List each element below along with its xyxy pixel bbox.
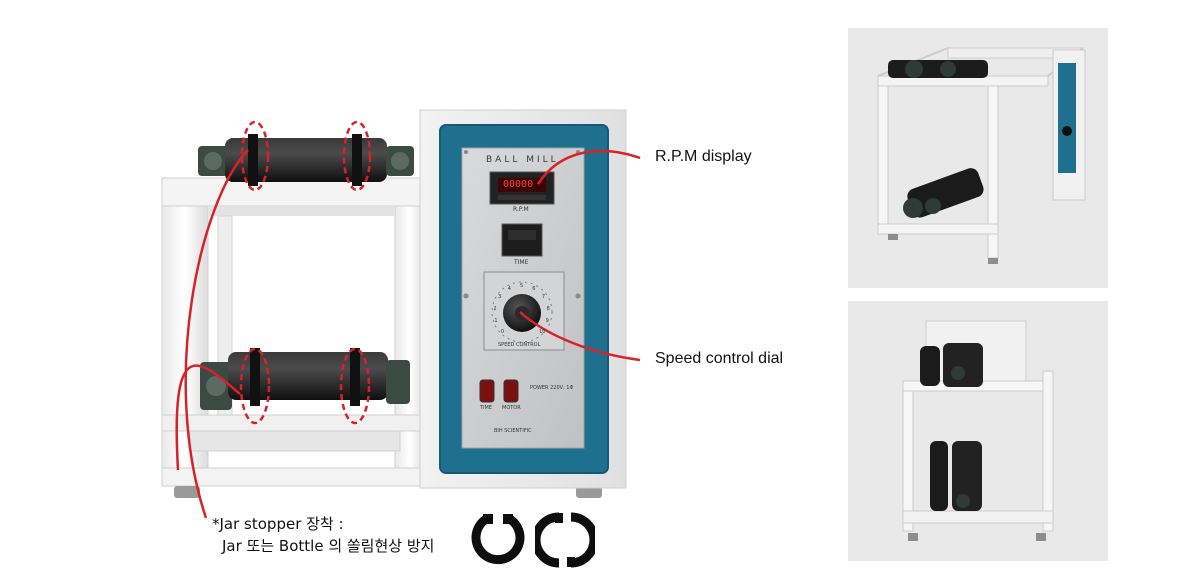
dial-scale-mark: 8 (546, 305, 550, 312)
rpm-display-callout: R.P.M display (655, 148, 752, 165)
jar-stopper-note-line1: *Jar stopper 장착 : (212, 515, 344, 533)
side-view-photo (848, 28, 1108, 288)
dial-scale-mark: 0 (500, 329, 505, 336)
front-view-photo (848, 301, 1108, 561)
dial-scale-mark: 10 (539, 329, 546, 336)
ball-mill-angle-view (877, 47, 1086, 264)
panel-title: BALL MILL (486, 155, 559, 165)
dial-scale-mark: 4 (507, 285, 511, 292)
ball-mill-illustration (161, 109, 641, 519)
power-label: POWER 220V, 1Φ (530, 385, 574, 391)
rpm-value: 00000 (503, 179, 534, 190)
brand-label: BIH SCIENTIFIC (494, 428, 532, 434)
jar-stopper-open-icon (471, 513, 525, 565)
dial-scale-mark: 1 (494, 318, 498, 325)
callout-lines (175, 149, 641, 519)
ball-mill-front-view (902, 320, 1054, 541)
switch-label-motor: MOTOR (502, 405, 521, 411)
upper-roller (198, 134, 414, 186)
speed-dial-callout: Speed control dial (655, 350, 784, 367)
power-switches (479, 379, 519, 403)
switch-label-time: TIME (480, 405, 493, 411)
speed-control-label: SPEED CONTROL (498, 342, 541, 348)
lower-roller (200, 348, 410, 410)
dial-scale-mark: 9 (545, 318, 549, 325)
timer-display (501, 223, 543, 257)
dial-scale-mark: 6 (532, 285, 536, 292)
dial-scale-mark: 3 (498, 294, 502, 301)
time-label: TIME (514, 259, 529, 266)
rpm-unit-label: R.P.M (513, 206, 529, 213)
dial-scale-mark: 5 (520, 283, 524, 289)
jar-stopper-note-line2: Jar 또는 Bottle 의 쏠림현상 방지 (222, 537, 435, 555)
dial-scale-mark: 2 (493, 305, 497, 312)
stopper-highlights (239, 120, 372, 425)
dial-scale-mark: 7 (541, 294, 546, 301)
jar-stopper-closed-icon (535, 512, 595, 568)
